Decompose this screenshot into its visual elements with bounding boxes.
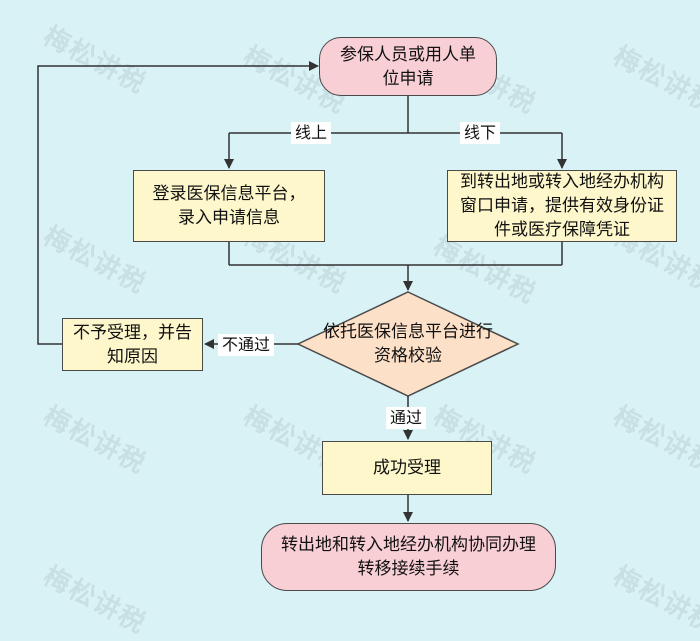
accept-node-label: 成功受理 (373, 458, 441, 478)
check-node: 依托医保信息平台进行资格校验 (318, 318, 498, 370)
offline-step-node: 到转出地或转入地经办机构窗口申请，提供有效身份证件或医疗保障凭证 (447, 170, 677, 242)
edge-label-fail: 不通过 (218, 334, 275, 356)
offline-step-label: 到转出地或转入地经办机构窗口申请，提供有效身份证件或医疗保障凭证 (460, 172, 664, 240)
flowchart-canvas: 梅松讲税 梅松讲税 梅松讲税 梅松讲税 梅松讲税 梅松讲税 梅松讲税 梅松讲税 … (37, 21, 700, 640)
start-node-label: 参保人员或用人单位申请 (340, 44, 476, 89)
end-node: 转出地和转入地经办机构协同办理转移接续手续 (261, 523, 556, 591)
online-step-label: 登录医保信息平台，录入申请信息 (152, 184, 306, 228)
edge-label-online: 线上 (291, 122, 332, 144)
start-node: 参保人员或用人单位申请 (319, 37, 497, 96)
reject-node-label: 不予受理，并告知原因 (73, 322, 192, 367)
accept-node: 成功受理 (322, 441, 492, 495)
check-node-label: 依托医保信息平台进行资格校验 (323, 322, 493, 366)
reject-node: 不予受理，并告知原因 (62, 318, 203, 371)
online-step-node: 登录医保信息平台，录入申请信息 (133, 170, 325, 242)
edge-label-offline: 线下 (460, 122, 501, 144)
end-node-label: 转出地和转入地经办机构协同办理转移接续手续 (281, 535, 536, 579)
edge-label-pass: 通过 (386, 407, 427, 429)
edge-reject-loop (37, 61, 319, 345)
